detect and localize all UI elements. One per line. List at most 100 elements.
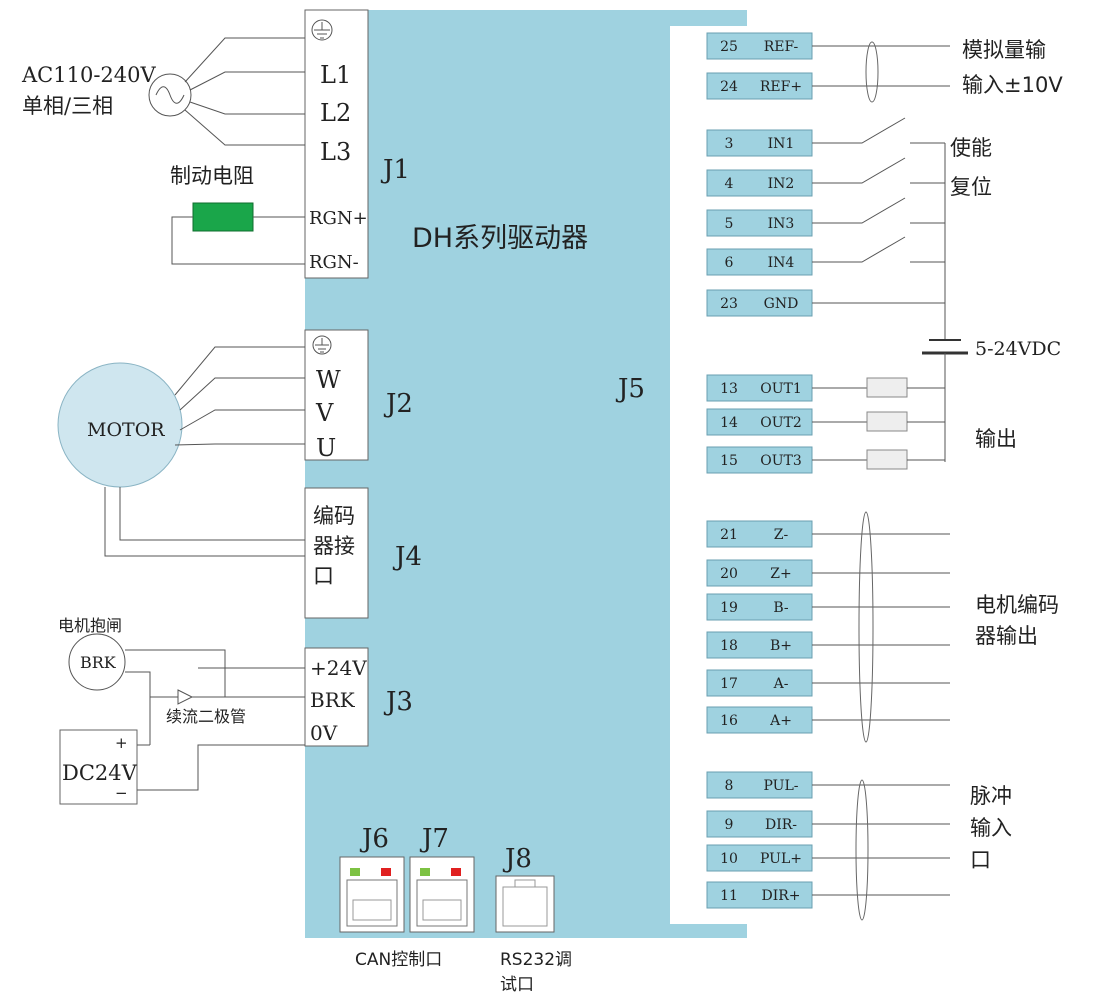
j5-pin-number: 25 [720,39,738,55]
supply-label: 5-24VDC [975,338,1061,360]
j5-pin-number: 17 [720,676,738,692]
j5-pin-name: Z+ [770,566,791,582]
brake-resistor [192,202,254,232]
led-green [350,868,360,876]
j5-pin-box [706,771,813,799]
terminal-brk: BRK [310,688,356,712]
j5-pin-name: GND [764,296,799,312]
j5-pin-name: IN4 [768,255,795,271]
j5-pin-name: REF+ [760,79,802,95]
j5-pin-number: 13 [720,381,738,397]
rs232-port-j8 [495,875,555,933]
j5-pin-number: 18 [720,638,738,654]
terminal-u: U [316,434,336,462]
terminal-l3: L3 [320,138,351,166]
j5-pin-name: DIR+ [761,888,800,904]
j5-pin-name: OUT3 [760,453,802,469]
j5-pin-number: 19 [720,600,738,616]
enable-label: 使能 [950,136,992,160]
brake-coil-label: BRK [80,653,117,672]
connector-j2: J2 [383,389,413,419]
driver-title: DH系列驱动器 [412,223,588,254]
j5-pin-box [706,248,813,276]
j5-pin-name: REF- [764,39,799,55]
ac-source-icon [148,73,192,117]
connector-j5: J5 [615,374,645,404]
connector-j6: J6 [359,824,389,854]
pulse-label-line3: 口 [970,848,991,872]
j5-pin-name: IN2 [768,176,795,192]
j5-pin-name: A+ [769,713,792,729]
dc24v-plus: + [115,734,128,752]
j5-pin-box [706,520,813,548]
diode-label: 续流二极管 [166,707,246,726]
terminal-l1: L1 [320,61,351,89]
j4-label-line1: 编码 [313,504,355,528]
j5-pin-box [706,881,813,909]
j5-pin-name: OUT1 [760,381,802,397]
j5-pin: 16 A+ [706,706,813,734]
j5-pin-box [706,559,813,587]
led-green [420,868,430,876]
led-red [451,868,461,876]
j1-terminal-box [304,9,369,279]
terminal-w: W [316,366,341,394]
j5-pin-name: PUL- [764,778,799,794]
j5-pin-box [706,706,813,734]
j5-pin-name: B+ [770,638,792,654]
encoder-out-label-line1: 电机编码 [975,593,1059,617]
j5-pin-box [706,209,813,237]
brake-coil [68,633,126,691]
j5-pin-number: 21 [720,527,738,543]
j5-pin-name: IN1 [768,136,795,152]
analog-label-line2: 输入±10V [962,73,1063,97]
encoder-out-label-line2: 器输出 [975,624,1038,648]
ground-icon [312,335,332,355]
j4-label-line2: 器接 [313,534,355,558]
led-red [381,868,391,876]
j5-pin-number: 16 [720,713,738,729]
diode-icon [177,689,225,705]
j5-pin-number: 3 [725,136,734,152]
j5-pin-box [706,374,813,402]
output-label: 输出 [975,427,1017,451]
j5-pin-number: 5 [725,216,734,232]
j5-pin-box [706,408,813,436]
terminal-24v: +24V [310,656,367,680]
j5-external-wiring [812,41,968,921]
connector-j4: J4 [392,542,422,572]
dc24v-minus: − [115,784,128,802]
power-input-voltage: AC110-240V [21,63,156,87]
dc24v-supply [59,729,138,805]
j5-pin-name: Z- [774,527,789,543]
can-port-label: CAN控制口 [355,950,442,970]
j5-pin-box [706,129,813,157]
terminal-rgn-plus: RGN+ [309,208,368,229]
reset-label: 复位 [950,175,992,199]
j5-pin: 17 A- [706,669,813,697]
terminal-0v: 0V [310,721,338,745]
terminal-rgn-minus: RGN- [309,252,359,273]
j5-pin: 3 IN1 [706,129,813,157]
motor-label: MOTOR [87,419,165,441]
j5-pin: 5 IN3 [706,209,813,237]
j5-pin-number: 14 [720,415,738,431]
j5-pin-name: IN3 [768,216,795,232]
connector-j3: J3 [383,687,413,717]
j5-pin-name: A- [773,676,789,692]
dc24v-label: DC24V [62,761,138,785]
j5-pin-box [706,446,813,474]
j5-pin: 21 Z- [706,520,813,548]
j4-terminal-box [304,487,369,619]
power-input-phase: 单相/三相 [22,94,113,118]
j5-pin-number: 10 [720,851,738,867]
